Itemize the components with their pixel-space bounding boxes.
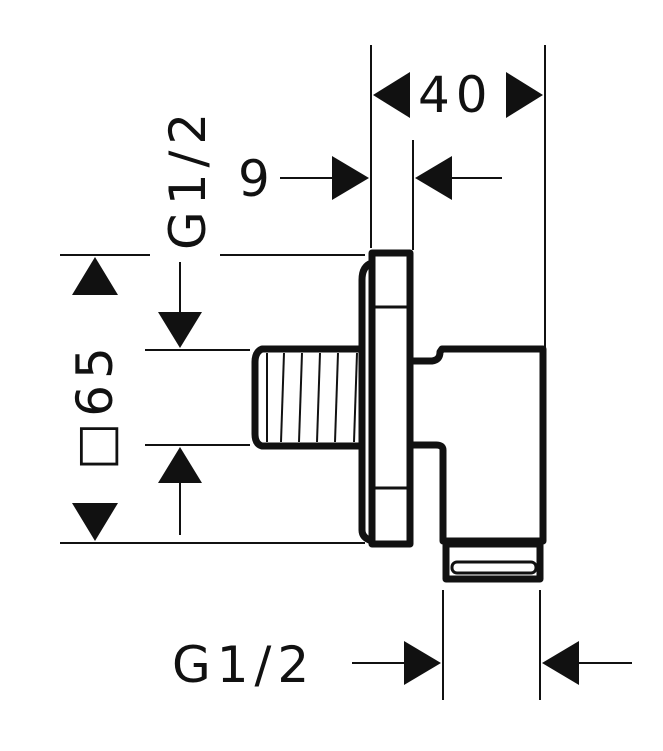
arrow-right-icon <box>332 156 369 200</box>
dimension-inlet-thread: G1/2 <box>158 107 217 535</box>
arrow-up-icon <box>72 257 118 295</box>
dimension-width: 40 <box>373 66 543 124</box>
arrow-up-icon <box>158 447 202 483</box>
arrow-left-icon <box>542 641 579 685</box>
dimension-width-label: 40 <box>418 66 494 124</box>
extension-lines <box>60 45 546 700</box>
dimension-square: □65 <box>66 257 124 541</box>
dimension-flange-label: 9 <box>238 150 276 208</box>
outlet-thread-label: G1/2 <box>172 636 315 694</box>
inlet-thread-label: G1/2 <box>159 107 217 250</box>
wall-outlet-elbow <box>251 249 547 583</box>
dimension-square-label: □65 <box>66 341 124 470</box>
dimension-flange: 9 <box>238 150 502 208</box>
arrow-right-icon <box>506 72 543 118</box>
arrow-down-icon <box>72 503 118 541</box>
dimension-outlet-thread: G1/2 <box>172 636 632 694</box>
arrow-left-icon <box>373 72 410 118</box>
arrow-right-icon <box>404 641 441 685</box>
arrow-left-icon <box>415 156 452 200</box>
arrow-down-icon <box>158 312 202 348</box>
